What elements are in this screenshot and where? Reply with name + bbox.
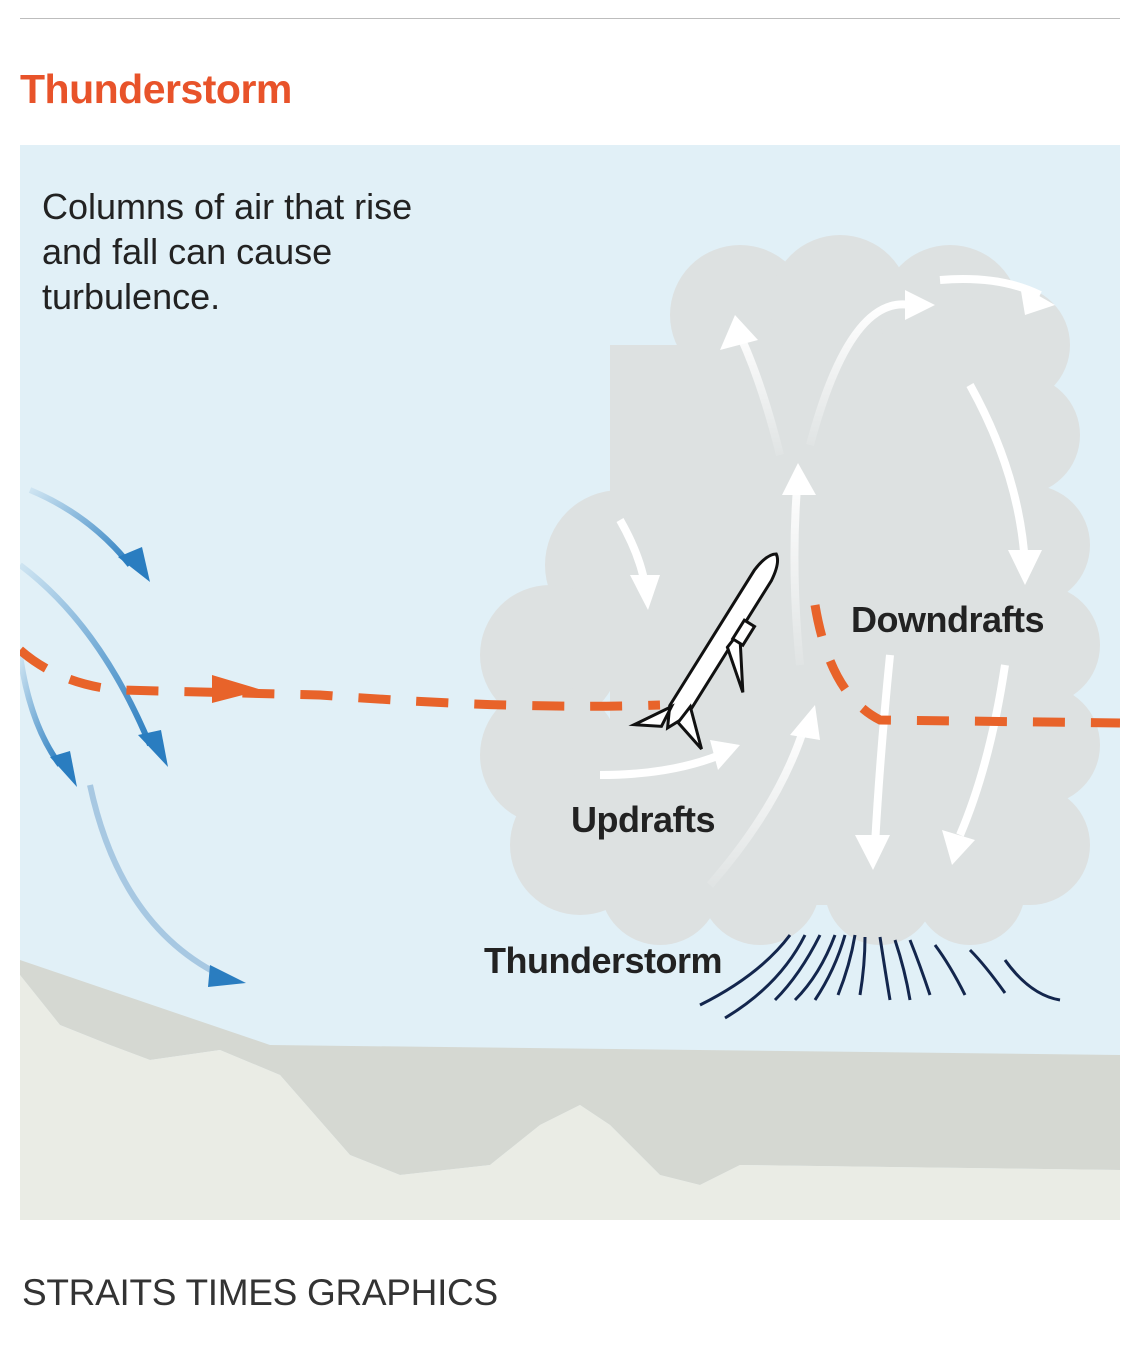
credit-text: STRAITS TIMES GRAPHICS	[22, 1272, 498, 1313]
intro-text: Columns of air that rise and fall can ca…	[42, 186, 413, 317]
air-current-arrows	[599, 275, 1042, 888]
label-thunderstorm: Thunderstorm	[484, 940, 723, 981]
wind-arrows	[20, 487, 222, 978]
thunderstorm-diagram	[20, 145, 1120, 1220]
wind-arrowheads	[50, 547, 246, 987]
label-downdrafts: Downdrafts	[851, 599, 1045, 640]
flight-direction-arrowhead	[212, 675, 262, 703]
label-updrafts: Updrafts	[571, 799, 716, 840]
air-current-arrowheads	[630, 285, 1055, 870]
storm-cloud	[480, 235, 1100, 945]
outflow-gust-lines	[699, 934, 1061, 1020]
flight-path	[20, 604, 1120, 728]
ground	[20, 960, 1120, 1220]
top-divider	[20, 18, 1120, 19]
page-title: Thunderstorm	[20, 66, 292, 112]
airplane-icon	[628, 552, 780, 751]
